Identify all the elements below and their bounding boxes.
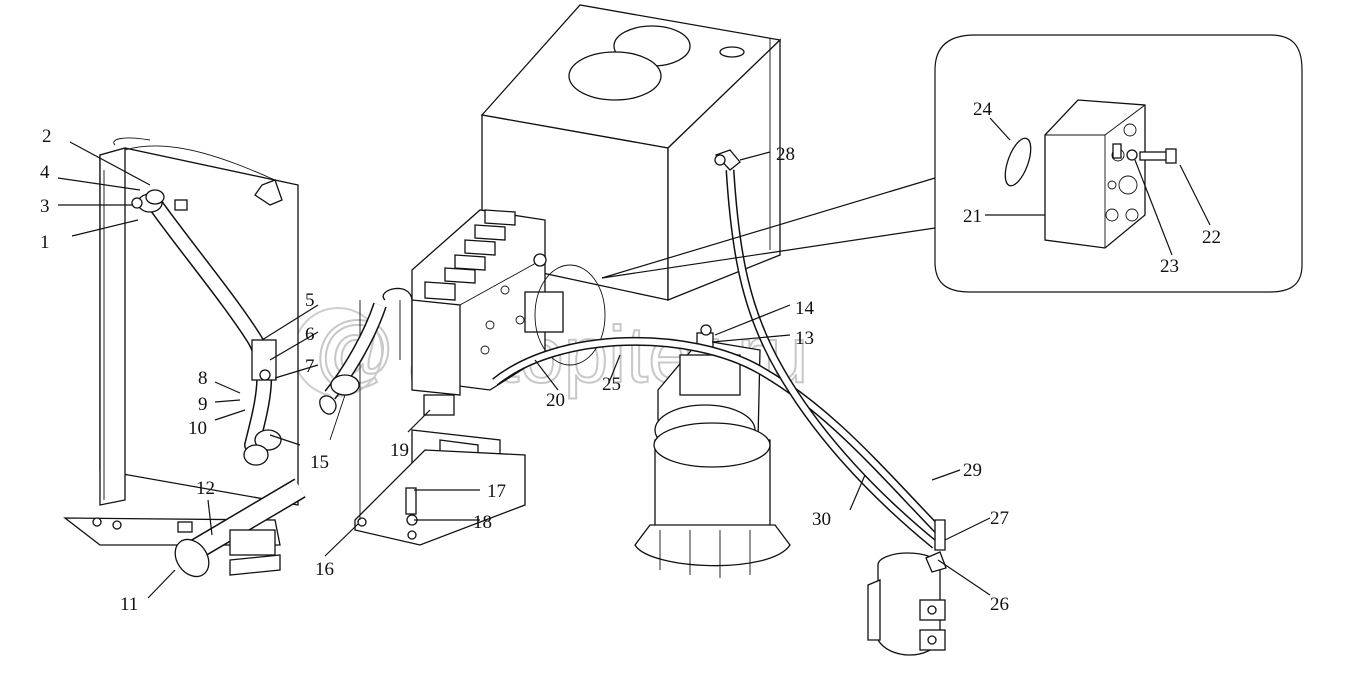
label-1: 1 [40, 232, 50, 253]
valve-inlet-hose [319, 302, 387, 441]
hydraulic-tank [480, 4, 782, 301]
detail-callout [601, 34, 1303, 293]
swing-motor [634, 324, 791, 578]
label-20: 20 [546, 390, 565, 411]
label-3: 3 [40, 196, 50, 217]
label-24: 24 [973, 99, 993, 120]
label-13: 13 [795, 328, 814, 349]
label-23: 23 [1160, 256, 1179, 277]
label-15: 15 [310, 452, 329, 473]
leader-lines [57, 117, 1211, 599]
label-18: 18 [473, 512, 492, 533]
mount-plate [354, 300, 526, 546]
hoses [492, 149, 946, 551]
label-29: 29 [963, 460, 982, 481]
label-22: 22 [1202, 227, 1221, 248]
label-21: 21 [963, 206, 982, 227]
label-4: 4 [40, 162, 50, 183]
cooler-hose [131, 189, 282, 466]
label-11: 11 [120, 594, 138, 615]
label-7: 7 [305, 356, 315, 377]
label-27: 27 [990, 508, 1009, 529]
center-joint [867, 551, 947, 656]
label-17: 17 [487, 481, 506, 502]
label-28: 28 [776, 144, 795, 165]
part-labels: 1 2 3 4 5 6 7 8 9 10 11 12 13 14 15 16 1… [40, 99, 1221, 615]
bottom-hose [174, 478, 306, 578]
label-10: 10 [188, 418, 207, 439]
label-8: 8 [198, 368, 208, 389]
label-12: 12 [196, 478, 215, 499]
label-2: 2 [42, 126, 52, 147]
label-14: 14 [795, 298, 815, 319]
label-6: 6 [305, 324, 315, 345]
label-16: 16 [315, 559, 334, 580]
label-19: 19 [390, 440, 409, 461]
label-9: 9 [198, 394, 208, 415]
label-5: 5 [305, 290, 315, 311]
label-30: 30 [812, 509, 831, 530]
label-25: 25 [602, 374, 621, 395]
label-26: 26 [990, 594, 1009, 615]
